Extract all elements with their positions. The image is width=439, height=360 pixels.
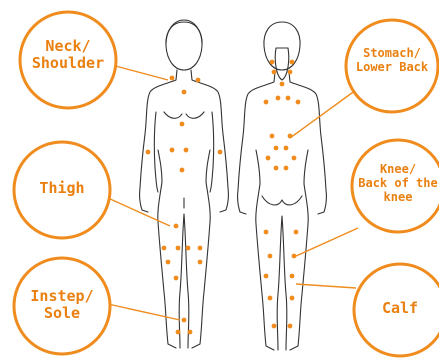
- front-arm-left-inner: [154, 112, 158, 192]
- connector-instep: [108, 304, 180, 320]
- connector-knee: [296, 228, 358, 256]
- front-bust: [164, 112, 204, 118]
- label-instep-sole: Instep/ Sole: [12, 288, 112, 323]
- front-torso-left: [140, 70, 177, 212]
- label-knee-back: Knee/ Back of the knee: [352, 163, 439, 204]
- label-neck-line1: Neck/: [18, 38, 118, 55]
- label-calf: Calf: [350, 300, 439, 317]
- label-stomach-line1: Stomach/: [342, 47, 439, 61]
- back-head: [264, 22, 300, 70]
- back-inner-legs: [277, 216, 287, 350]
- front-head: [166, 22, 202, 70]
- label-instep-line2: Sole: [12, 305, 112, 322]
- label-thigh: Thigh: [12, 180, 112, 197]
- connector-stomach: [290, 90, 356, 138]
- connector-thigh: [108, 198, 170, 226]
- back-legs-left: [256, 150, 274, 350]
- label-knee-line2: Back of the: [352, 177, 439, 191]
- label-stomach-lower-back: Stomach/ Lower Back: [342, 47, 439, 75]
- back-hair-bun: [275, 48, 289, 80]
- label-calf-line1: Calf: [350, 300, 439, 317]
- back-torso-left: [238, 72, 275, 214]
- back-torso-right: [289, 72, 326, 214]
- label-instep-line1: Instep/: [12, 288, 112, 305]
- label-knee-line3: knee: [352, 191, 439, 205]
- pressure-dots: [146, 60, 301, 335]
- front-torso-right: [191, 70, 228, 212]
- label-neck-line2: Shoulder: [18, 55, 118, 72]
- front-inner-legs: [179, 198, 189, 348]
- front-hair: [166, 20, 202, 44]
- back-buttocks: [262, 196, 302, 205]
- label-thigh-line1: Thigh: [12, 180, 112, 197]
- label-neck-shoulder: Neck/ Shoulder: [18, 38, 118, 73]
- label-stomach-line2: Lower Back: [342, 61, 439, 75]
- connector-calf: [296, 284, 356, 288]
- connector-lines: [108, 64, 358, 320]
- back-legs-right: [290, 150, 308, 350]
- back-figure: [238, 22, 327, 350]
- label-knee-line1: Knee/: [352, 163, 439, 177]
- front-arm-right-inner: [210, 112, 214, 192]
- front-figure: [140, 20, 229, 348]
